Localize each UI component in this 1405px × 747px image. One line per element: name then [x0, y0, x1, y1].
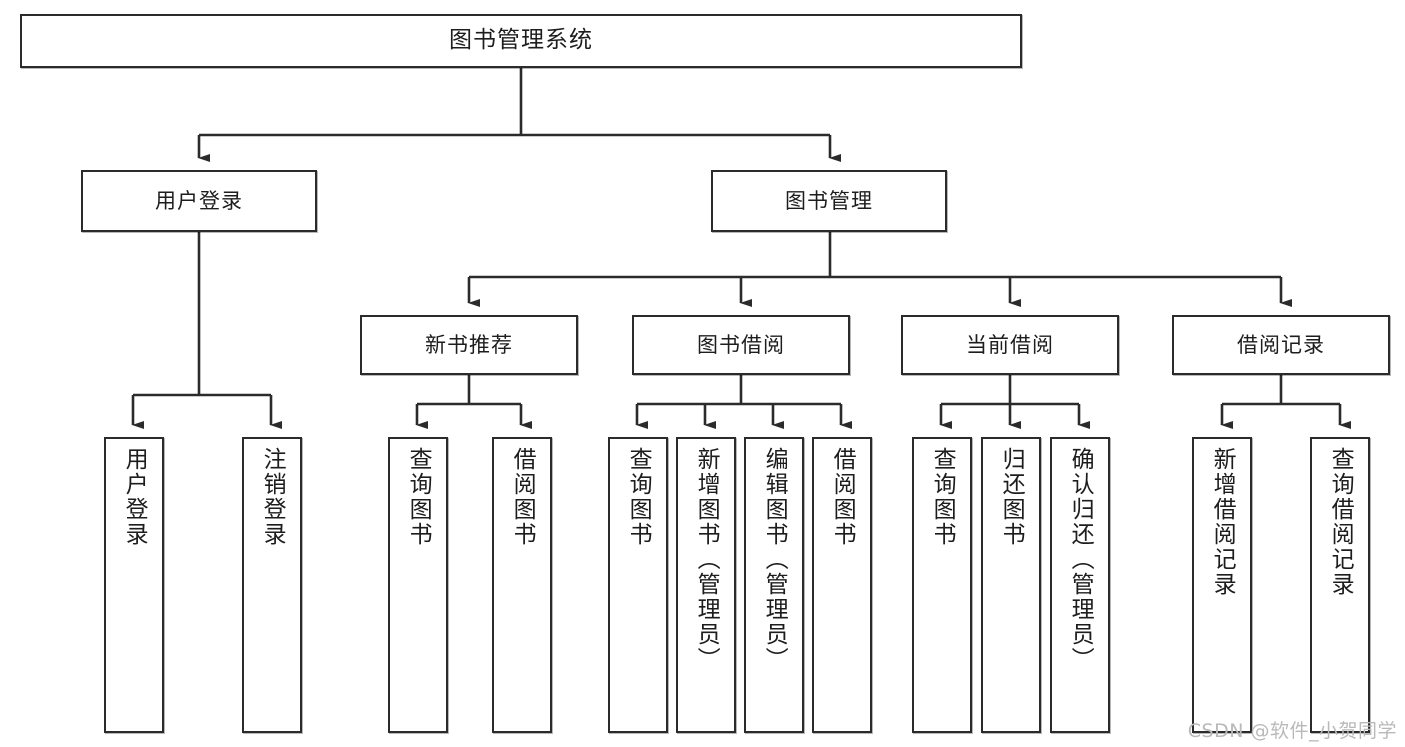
node-label: 注销登录: [259, 447, 286, 547]
node-label: 图书借阅: [697, 332, 785, 357]
leaf-edit-book[interactable]: 编辑图书（管理员）: [744, 437, 804, 733]
leaf-query-book-2[interactable]: 查询图书: [608, 437, 668, 733]
node-label: 查询图书: [929, 447, 956, 547]
node-label: 归还图书: [998, 447, 1025, 547]
leaf-borrow-book-2[interactable]: 借阅图书: [812, 437, 872, 733]
node-label: 新增图书（管理员）: [693, 447, 720, 672]
leaf-user-login[interactable]: 用户登录: [104, 437, 164, 733]
node-label: 借阅图书: [509, 447, 536, 547]
node-label: 查询图书: [405, 447, 432, 547]
node-borrow-record[interactable]: 借阅记录: [1172, 315, 1390, 375]
node-current-borrow[interactable]: 当前借阅: [901, 315, 1119, 375]
node-label: 借阅图书: [829, 447, 856, 547]
leaf-add-book[interactable]: 新增图书（管理员）: [676, 437, 736, 733]
node-book-manage[interactable]: 图书管理: [711, 170, 947, 232]
leaf-borrow-book-1[interactable]: 借阅图书: [492, 437, 552, 733]
node-label: 用户登录: [155, 188, 243, 213]
node-label: 借阅记录: [1237, 332, 1325, 357]
node-label: 新书推荐: [425, 332, 513, 357]
leaf-confirm-return[interactable]: 确认归还（管理员）: [1050, 437, 1110, 733]
node-book-borrow[interactable]: 图书借阅: [632, 315, 850, 375]
node-label: 确认归还（管理员）: [1067, 447, 1094, 672]
node-label: 查询借阅记录: [1327, 447, 1354, 597]
leaf-add-record[interactable]: 新增借阅记录: [1192, 437, 1252, 733]
leaf-query-record[interactable]: 查询借阅记录: [1310, 437, 1370, 733]
node-label: 新增借阅记录: [1209, 447, 1236, 597]
node-new-book-rec[interactable]: 新书推荐: [360, 315, 578, 375]
node-label: 当前借阅: [966, 332, 1054, 357]
node-label: 用户登录: [121, 447, 148, 547]
leaf-query-book-1[interactable]: 查询图书: [388, 437, 448, 733]
node-user-login[interactable]: 用户登录: [81, 170, 317, 232]
node-label: 编辑图书（管理员）: [761, 447, 788, 672]
node-label: 图书管理: [785, 188, 873, 213]
leaf-logout-login[interactable]: 注销登录: [242, 437, 302, 733]
leaf-query-book-3[interactable]: 查询图书: [912, 437, 972, 733]
node-root-system[interactable]: 图书管理系统: [20, 14, 1022, 68]
csdn-watermark: CSDN @软件_小贺同学: [1187, 720, 1397, 742]
node-label: 查询图书: [625, 447, 652, 547]
leaf-return-book[interactable]: 归还图书: [981, 437, 1041, 733]
node-label: 图书管理系统: [449, 27, 593, 54]
